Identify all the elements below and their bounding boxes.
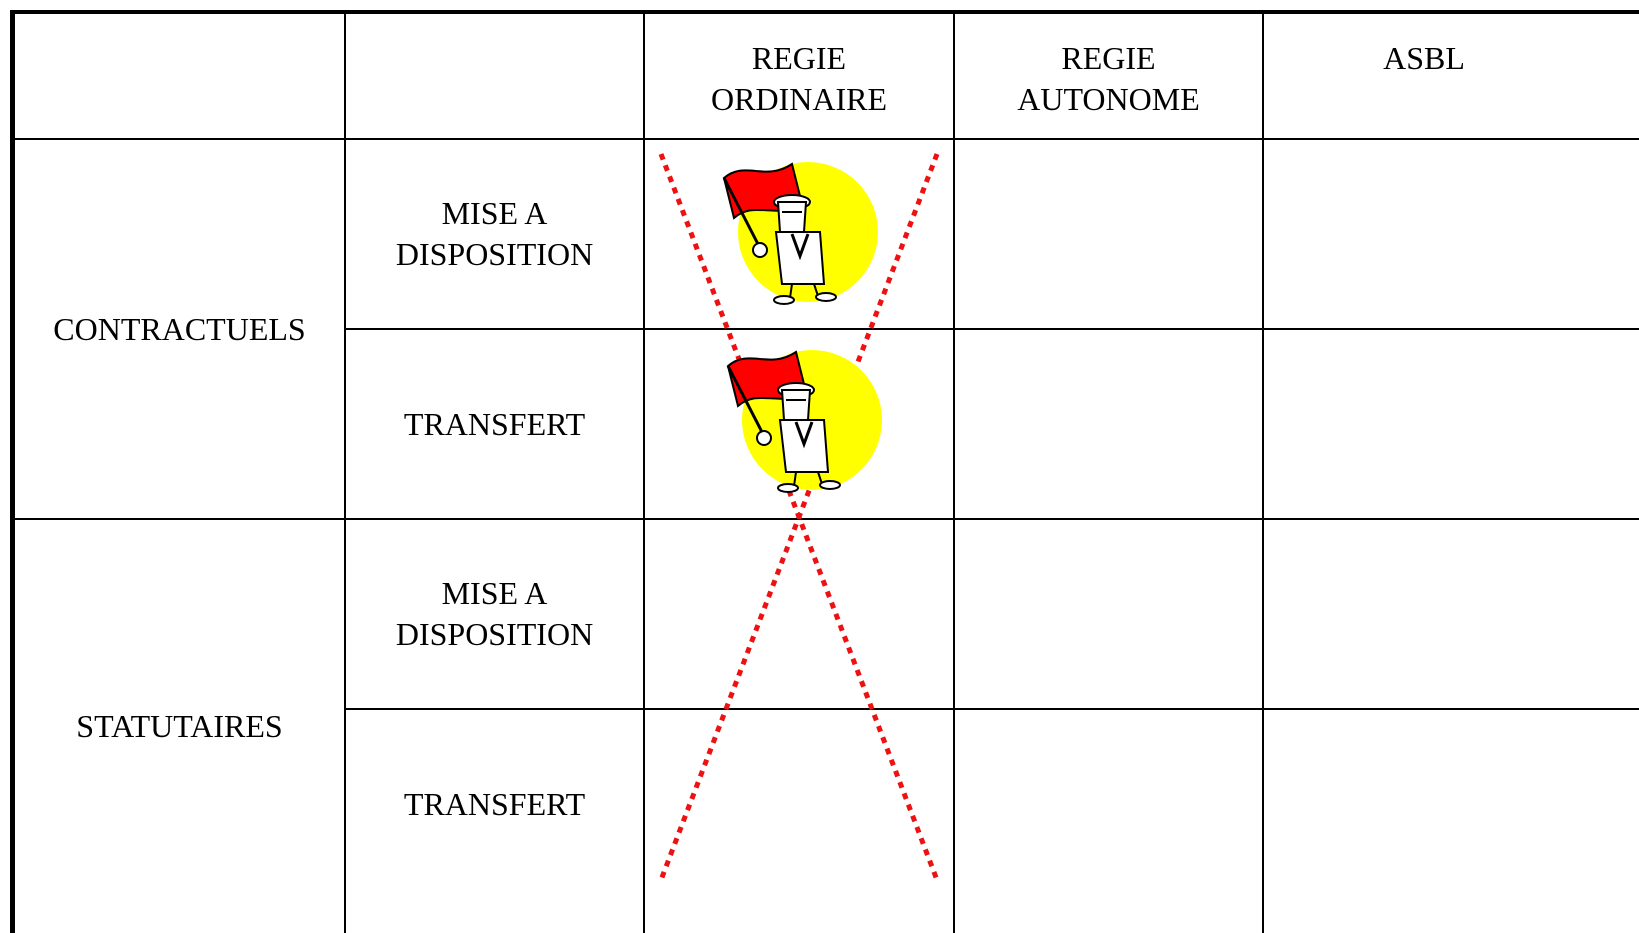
foot-right xyxy=(815,292,837,302)
row-divider xyxy=(344,708,1639,710)
leg-left xyxy=(793,471,797,487)
header-regie-ordinaire: REGIE ORDINAIRE xyxy=(711,40,887,117)
table-border-left xyxy=(10,10,15,933)
flag-pole xyxy=(722,177,762,249)
hand xyxy=(752,242,768,258)
col-divider xyxy=(953,10,955,933)
head xyxy=(776,201,808,233)
red-cross-mark xyxy=(658,153,940,881)
tie xyxy=(790,233,810,261)
col-divider xyxy=(643,10,645,933)
group-label-statutaires: STATUTAIRES xyxy=(76,708,283,744)
row-label-mise-a-disposition: MISE A DISPOSITION xyxy=(395,195,594,272)
row-divider xyxy=(10,518,1639,520)
header-regie-autonome: REGIE AUTONOME xyxy=(1017,40,1200,117)
foot-left xyxy=(777,483,799,493)
hand xyxy=(756,430,772,446)
col-divider xyxy=(1262,10,1264,933)
foot-left xyxy=(773,295,795,305)
header-asbl: ASBL xyxy=(1383,40,1465,76)
row-label-mise-a-disposition: MISE A DISPOSITION xyxy=(395,575,594,652)
foot-right xyxy=(819,480,841,490)
row-label-transfert: TRANSFERT xyxy=(403,785,586,822)
group-label-contractuels: CONTRACTUELS xyxy=(53,310,306,347)
col-divider xyxy=(344,10,346,933)
table-border-top xyxy=(10,10,1639,14)
tie xyxy=(794,421,814,449)
leg-left xyxy=(789,283,793,299)
flag-pole xyxy=(726,365,766,437)
row-divider xyxy=(10,138,1639,140)
flag-man-icon xyxy=(722,162,878,305)
row-divider xyxy=(344,328,1639,330)
row-label-transfert: TRANSFERT xyxy=(403,405,586,442)
cross-stroke-right xyxy=(658,153,940,881)
head xyxy=(780,389,812,421)
flag-man-icon xyxy=(726,350,882,493)
